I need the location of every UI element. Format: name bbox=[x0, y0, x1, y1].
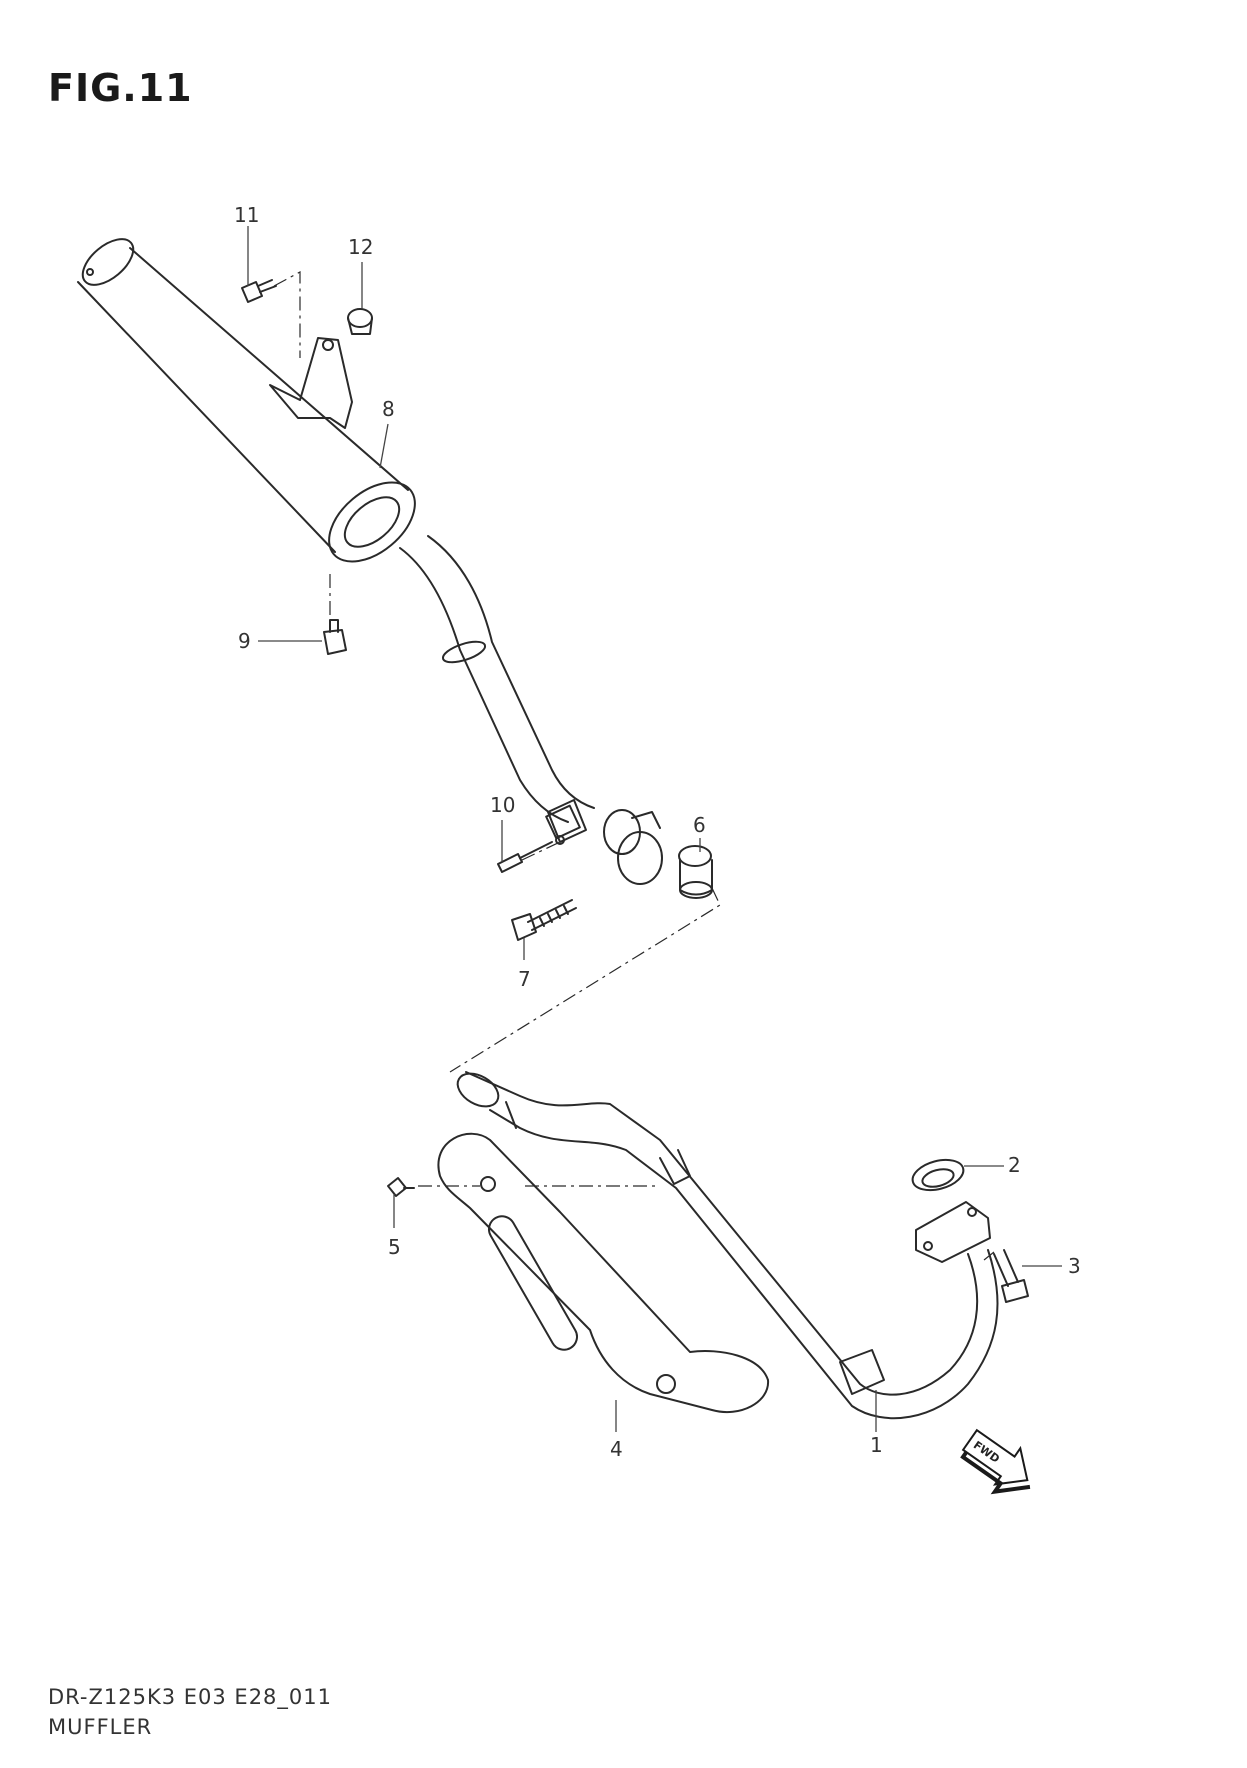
assembly-name: MUFFLER bbox=[48, 1715, 153, 1739]
bolt-part-7 bbox=[511, 899, 577, 941]
callout-1: 1 bbox=[870, 1433, 883, 1457]
bolt-part-11 bbox=[241, 279, 277, 303]
grommet-part-6 bbox=[678, 845, 713, 899]
callout-3: 3 bbox=[1068, 1254, 1081, 1278]
screw-part-5 bbox=[387, 1177, 415, 1197]
gasket-part-2 bbox=[911, 1158, 965, 1192]
callout-9: 9 bbox=[238, 629, 251, 653]
callout-4: 4 bbox=[610, 1437, 623, 1461]
callout-6: 6 bbox=[693, 813, 706, 837]
callout-10: 10 bbox=[490, 793, 515, 817]
muffler-mid-pipe bbox=[399, 535, 663, 885]
callout-5: 5 bbox=[388, 1235, 401, 1259]
exhaust-pipe bbox=[456, 1071, 999, 1420]
callout-7: 7 bbox=[518, 967, 531, 991]
callout-8: 8 bbox=[382, 397, 395, 421]
bolt-part-9 bbox=[323, 619, 347, 655]
figure-title: FIG.11 bbox=[48, 66, 193, 110]
fwd-arrow-icon: FWD bbox=[960, 1428, 1031, 1495]
bolt-part-3 bbox=[993, 1249, 1029, 1303]
muffler-body bbox=[77, 238, 416, 563]
heat-shield bbox=[437, 1132, 770, 1414]
bolt-part-10 bbox=[497, 835, 565, 873]
callout-2: 2 bbox=[1008, 1153, 1021, 1177]
callout-11: 11 bbox=[234, 203, 259, 227]
model-code: DR-Z125K3 E03 E28_011 bbox=[48, 1685, 333, 1709]
nut-part-12 bbox=[347, 308, 373, 335]
callout-12: 12 bbox=[348, 235, 373, 259]
